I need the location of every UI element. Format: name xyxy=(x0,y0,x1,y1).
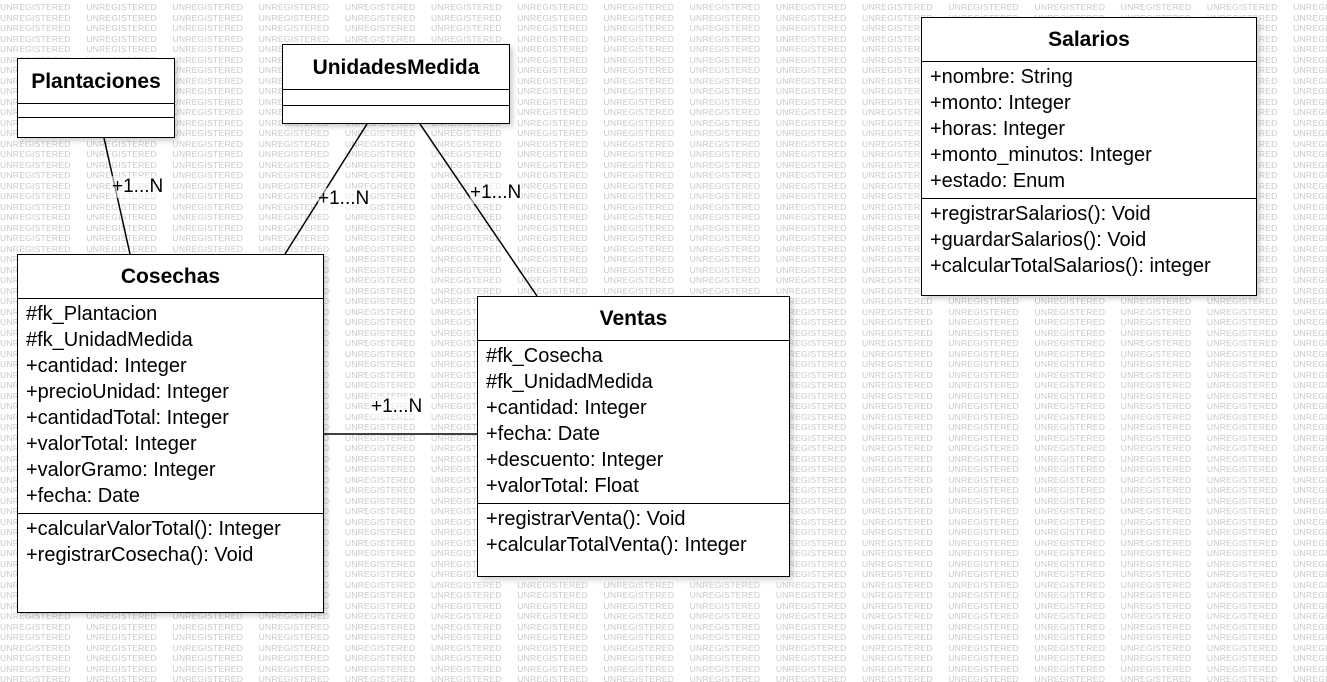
operation-ventas: +calcularTotalVenta(): Integer xyxy=(486,534,747,556)
association-line-unidades-ventas xyxy=(419,123,538,297)
watermark-row: UNREGISTERED UNREGISTERED UNREGISTERED U… xyxy=(0,254,1327,264)
attributes-compartment-unidades-medida xyxy=(283,90,509,106)
watermark-row: UNREGISTERED UNREGISTERED UNREGISTERED U… xyxy=(0,642,1327,653)
watermark-row: UNREGISTERED UNREGISTERED UNREGISTERED U… xyxy=(0,222,1327,233)
attribute-cosechas: +fecha: Date xyxy=(26,485,140,507)
watermark-row: UNREGISTERED UNREGISTERED UNREGISTERED U… xyxy=(0,107,1327,117)
attributes-compartment-cosechas: #fk_Plantacion #fk_UnidadMedida +cantidad:… xyxy=(18,299,323,514)
attribute-salarios: +estado: Enum xyxy=(930,170,1066,192)
watermark-row: UNREGISTERED UNREGISTERED UNREGISTERED U… xyxy=(0,2,1327,12)
watermark-row: UNREGISTERED UNREGISTERED UNREGISTERED U… xyxy=(0,212,1327,222)
watermark-row: UNREGISTERED UNREGISTERED UNREGISTERED U… xyxy=(0,96,1327,107)
watermark-row: UNREGISTERED UNREGISTERED UNREGISTERED U… xyxy=(0,159,1327,170)
operation-salarios: +registrarSalarios(): Void xyxy=(930,203,1151,225)
watermark-row: UNREGISTERED UNREGISTERED UNREGISTERED U… xyxy=(0,611,1327,621)
watermark-row: UNREGISTERED UNREGISTERED UNREGISTERED U… xyxy=(0,128,1327,138)
class-name-salarios: Salarios xyxy=(922,18,1256,62)
watermark-row: UNREGISTERED UNREGISTERED UNREGISTERED U… xyxy=(0,621,1327,632)
attribute-ventas: +valorTotal: Float xyxy=(486,475,639,497)
watermark-row: UNREGISTERED UNREGISTERED UNREGISTERED U… xyxy=(0,285,1327,296)
class-name-ventas: Ventas xyxy=(478,297,789,341)
attribute-cosechas: #fk_Plantacion xyxy=(26,303,158,325)
watermark-row: UNREGISTERED UNREGISTERED UNREGISTERED U… xyxy=(0,44,1327,54)
watermark-row: UNREGISTERED UNREGISTERED UNREGISTERED U… xyxy=(0,653,1327,663)
class-name-cosechas: Cosechas xyxy=(18,255,323,299)
multiplicity-label-plantaciones-cosechas: +1...N xyxy=(112,176,164,198)
multiplicity-label-unidades-cosechas: +1...N xyxy=(318,188,370,210)
watermark-row: UNREGISTERED UNREGISTERED UNREGISTERED U… xyxy=(0,632,1327,642)
multiplicity-label-cosechas-ventas: +1...N xyxy=(371,396,423,418)
multiplicity-label-unidades-ventas: +1...N xyxy=(470,182,522,204)
attribute-cosechas: #fk_UnidadMedida xyxy=(26,329,193,351)
watermark-row: UNREGISTERED UNREGISTERED UNREGISTERED U… xyxy=(0,191,1327,201)
operations-compartment-unidades-medida xyxy=(283,106,509,123)
attributes-compartment-plantaciones xyxy=(18,104,174,118)
attribute-salarios: +monto: Integer xyxy=(930,92,1071,114)
operation-salarios: +guardarSalarios(): Void xyxy=(930,229,1147,251)
operations-compartment-cosechas: +calcularValorTotal(): Integer +registrar… xyxy=(18,514,323,612)
watermark-row: UNREGISTERED UNREGISTERED UNREGISTERED U… xyxy=(0,149,1327,159)
attribute-ventas: +cantidad: Integer xyxy=(486,397,647,419)
attribute-cosechas: +valorGramo: Integer xyxy=(26,459,216,481)
watermark-row: UNREGISTERED UNREGISTERED UNREGISTERED U… xyxy=(0,170,1327,180)
watermark-row: UNREGISTERED UNREGISTERED UNREGISTERED U… xyxy=(0,663,1327,674)
watermark-row: UNREGISTERED UNREGISTERED UNREGISTERED U… xyxy=(0,600,1327,611)
operation-cosechas: +calcularValorTotal(): Integer xyxy=(26,518,281,540)
attribute-cosechas: +precioUnidad: Integer xyxy=(26,381,229,403)
watermark-row: UNREGISTERED UNREGISTERED UNREGISTERED U… xyxy=(0,65,1327,75)
class-box-salarios[interactable]: Salarios +nombre: String+monto: Integer+… xyxy=(921,17,1257,296)
watermark-row: UNREGISTERED UNREGISTERED UNREGISTERED U… xyxy=(0,201,1327,212)
watermark-row: UNREGISTERED UNREGISTERED UNREGISTERED U… xyxy=(0,275,1327,285)
attribute-cosechas: +valorTotal: Integer xyxy=(26,433,197,455)
attribute-ventas: #fk_Cosecha xyxy=(486,345,603,367)
watermark-row: UNREGISTERED UNREGISTERED UNREGISTERED U… xyxy=(0,590,1327,600)
class-name-plantaciones: Plantaciones xyxy=(18,59,174,104)
class-box-plantaciones[interactable]: Plantaciones xyxy=(17,58,175,138)
class-box-unidades-medida[interactable]: UnidadesMedida xyxy=(282,44,510,124)
operations-compartment-salarios: +registrarSalarios(): Void +guardarSalari… xyxy=(922,199,1256,295)
watermark-row: UNREGISTERED UNREGISTERED UNREGISTERED U… xyxy=(0,117,1327,128)
watermark-row: UNREGISTERED UNREGISTERED UNREGISTERED U… xyxy=(0,86,1327,96)
watermark-row: UNREGISTERED UNREGISTERED UNREGISTERED U… xyxy=(0,243,1327,254)
attribute-salarios: +horas: Integer xyxy=(930,118,1066,140)
watermark-row: UNREGISTERED UNREGISTERED UNREGISTERED U… xyxy=(0,138,1327,149)
attribute-salarios: +monto_minutos: Integer xyxy=(930,144,1152,166)
attribute-cosechas: +cantidad: Integer xyxy=(26,355,187,377)
watermark-row: UNREGISTERED UNREGISTERED UNREGISTERED U… xyxy=(0,23,1327,33)
attribute-ventas: +descuento: Integer xyxy=(486,449,664,471)
class-name-unidades-medida: UnidadesMedida xyxy=(283,45,509,90)
watermark-row: UNREGISTERED UNREGISTERED UNREGISTERED U… xyxy=(0,54,1327,65)
watermark-row: UNREGISTERED UNREGISTERED UNREGISTERED U… xyxy=(0,75,1327,86)
attributes-compartment-ventas: #fk_Cosecha #fk_UnidadMedida +cantidad: In… xyxy=(478,341,789,504)
attribute-ventas: +fecha: Date xyxy=(486,423,600,445)
watermark-row: UNREGISTERED UNREGISTERED UNREGISTERED U… xyxy=(0,579,1327,590)
class-box-cosechas[interactable]: Cosechas #fk_Plantacion #fk_UnidadMedida +… xyxy=(17,254,324,613)
attributes-compartment-salarios: +nombre: String +monto: Integer +horas: In… xyxy=(922,62,1256,199)
operation-cosechas: +registrarCosecha(): Void xyxy=(26,544,254,566)
class-box-ventas[interactable]: Ventas #fk_Cosecha #fk_UnidadMedida +canti… xyxy=(477,296,790,577)
watermark-row: UNREGISTERED UNREGISTERED UNREGISTERED U… xyxy=(0,264,1327,275)
operations-compartment-plantaciones xyxy=(18,118,174,137)
operation-salarios: +calcularTotalSalarios(): integer xyxy=(930,255,1211,277)
watermark-row: UNREGISTERED UNREGISTERED UNREGISTERED U… xyxy=(0,233,1327,243)
attribute-salarios: +nombre: String xyxy=(930,66,1073,88)
watermark-row: UNREGISTERED UNREGISTERED UNREGISTERED U… xyxy=(0,674,1327,682)
operation-ventas: +registrarVenta(): Void xyxy=(486,508,686,530)
watermark-row: UNREGISTERED UNREGISTERED UNREGISTERED U… xyxy=(0,33,1327,44)
operations-compartment-ventas: +registrarVenta(): Void +calcularTotalVen… xyxy=(478,504,789,576)
watermark-row: UNREGISTERED UNREGISTERED UNREGISTERED U… xyxy=(0,12,1327,23)
attribute-cosechas: +cantidadTotal: Integer xyxy=(26,407,229,429)
watermark-row: UNREGISTERED UNREGISTERED UNREGISTERED U… xyxy=(0,180,1327,191)
attribute-ventas: #fk_UnidadMedida xyxy=(486,371,653,393)
